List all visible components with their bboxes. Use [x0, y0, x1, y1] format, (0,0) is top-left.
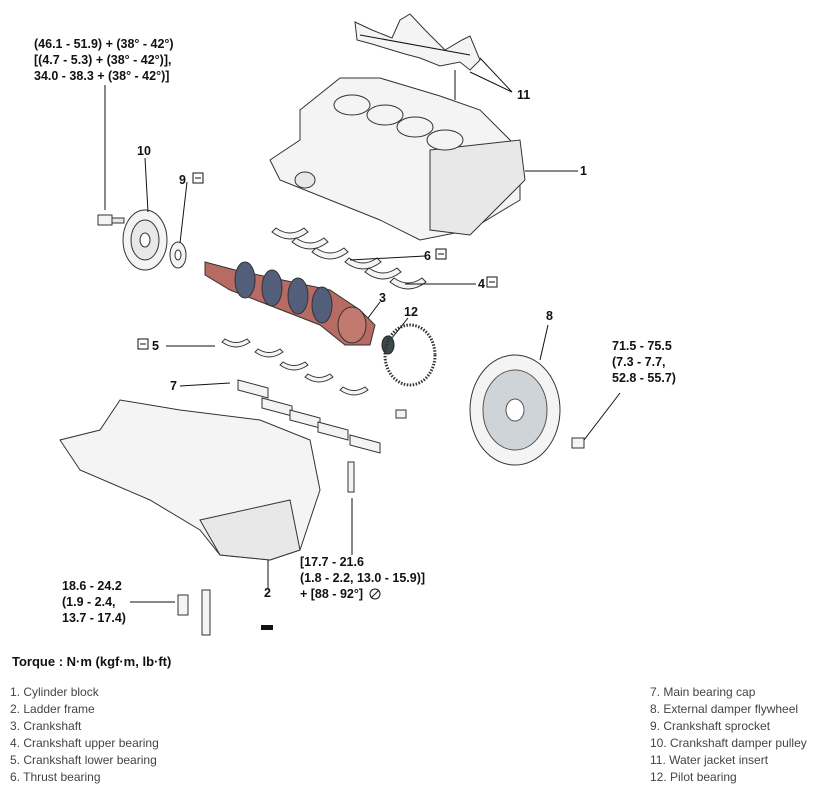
callout-1: 1 — [580, 164, 587, 178]
legend-left: 1. Cylinder block 2. Ladder frame 3. Cra… — [10, 684, 159, 786]
callout-7: 7 — [170, 379, 177, 393]
pulley-bolt-spec-3: 34.0 - 38.3 + (38° - 42°)] — [34, 69, 169, 83]
water-jacket-insert — [354, 13, 481, 71]
legend-item: 10. Crankshaft damper pulley — [650, 736, 807, 750]
bearing-cap-bolt-spec-1: [17.7 - 21.6 — [300, 555, 364, 569]
legend-item: 2. Ladder frame — [10, 702, 95, 716]
legend-item: 3. Crankshaft — [10, 719, 82, 733]
crankshaft-sprocket — [169, 241, 187, 269]
replace-part-icon — [261, 625, 273, 630]
leader-lines — [104, 57, 621, 603]
flywheel-bolt-spec-2: (7.3 - 7.7, — [612, 355, 666, 369]
external-damper-flywheel — [469, 354, 561, 466]
callout-6: 6 — [424, 249, 431, 263]
callout-10: 10 — [137, 144, 151, 158]
exploded-view-diagram: 1 2 3 4 5 6 7 8 9 10 11 12 (46.1 - 51.9)… — [34, 13, 676, 636]
legend-item: 6. Thrust bearing — [10, 770, 101, 784]
ladder-bolt-spec-1: 18.6 - 24.2 — [62, 579, 122, 593]
callout-3: 3 — [379, 291, 386, 305]
pulley-bolt — [97, 214, 125, 226]
upper-bearings — [271, 227, 427, 290]
cylinder-block — [269, 70, 526, 241]
replace-part-icon — [192, 172, 204, 184]
main-bearing-caps — [237, 379, 381, 454]
do-not-reuse-icon — [369, 588, 381, 600]
bearing-cap-bolts — [347, 409, 407, 493]
legend-item: 9. Crankshaft sprocket — [650, 719, 771, 733]
callout-12: 12 — [404, 305, 418, 319]
replace-part-icon — [137, 338, 149, 350]
replace-part-icon — [486, 276, 498, 288]
callout-11: 11 — [517, 88, 530, 102]
legend-item: 7. Main bearing cap — [650, 685, 756, 699]
replace-part-icon — [435, 248, 447, 260]
callout-8: 8 — [546, 309, 553, 323]
ladder-bolt-spec-3: 13.7 - 17.4) — [62, 611, 126, 625]
legend-right: 7. Main bearing cap 8. External damper f… — [650, 684, 807, 786]
legend-item: 4. Crankshaft upper bearing — [10, 736, 159, 750]
flywheel-bolt-spec-3: 52.8 - 55.7) — [612, 371, 676, 385]
callout-9: 9 — [179, 173, 186, 187]
legend-item: 5. Crankshaft lower bearing — [10, 753, 157, 767]
pilot-bearing — [381, 335, 395, 355]
legend-item: 8. External damper flywheel — [650, 702, 799, 716]
callout-2: 2 — [264, 586, 271, 600]
flywheel-bolt-spec-1: 71.5 - 75.5 — [612, 339, 672, 353]
ladder-frame — [59, 399, 321, 561]
ladder-bolt-spec-2: (1.9 - 2.4, — [62, 595, 116, 609]
callout-4: 4 — [478, 277, 485, 291]
ladder-bolts — [177, 589, 211, 636]
crankshaft-damper-pulley — [122, 209, 168, 271]
pulley-bolt-spec-1: (46.1 - 51.9) + (38° - 42°) — [34, 37, 174, 51]
lower-bearings — [221, 338, 369, 396]
legend-item: 1. Cylinder block — [10, 685, 99, 699]
torque-units-title: Torque : N·m (kgf·m, lb·ft) — [12, 654, 172, 669]
flywheel-bolt — [571, 437, 585, 449]
ring-gear — [383, 323, 437, 387]
legend-item: 12. Pilot bearing — [650, 770, 737, 784]
bearing-cap-bolt-spec-3: + [88 - 92°] — [300, 587, 363, 601]
bearing-cap-bolt-spec-2: (1.8 - 2.2, 13.0 - 15.9)] — [300, 571, 425, 585]
pulley-bolt-spec-2: [(4.7 - 5.3) + (38° - 42°)], — [34, 53, 171, 67]
callout-5: 5 — [152, 339, 159, 353]
crankshaft — [204, 261, 376, 346]
legend-item: 11. Water jacket insert — [650, 753, 769, 767]
